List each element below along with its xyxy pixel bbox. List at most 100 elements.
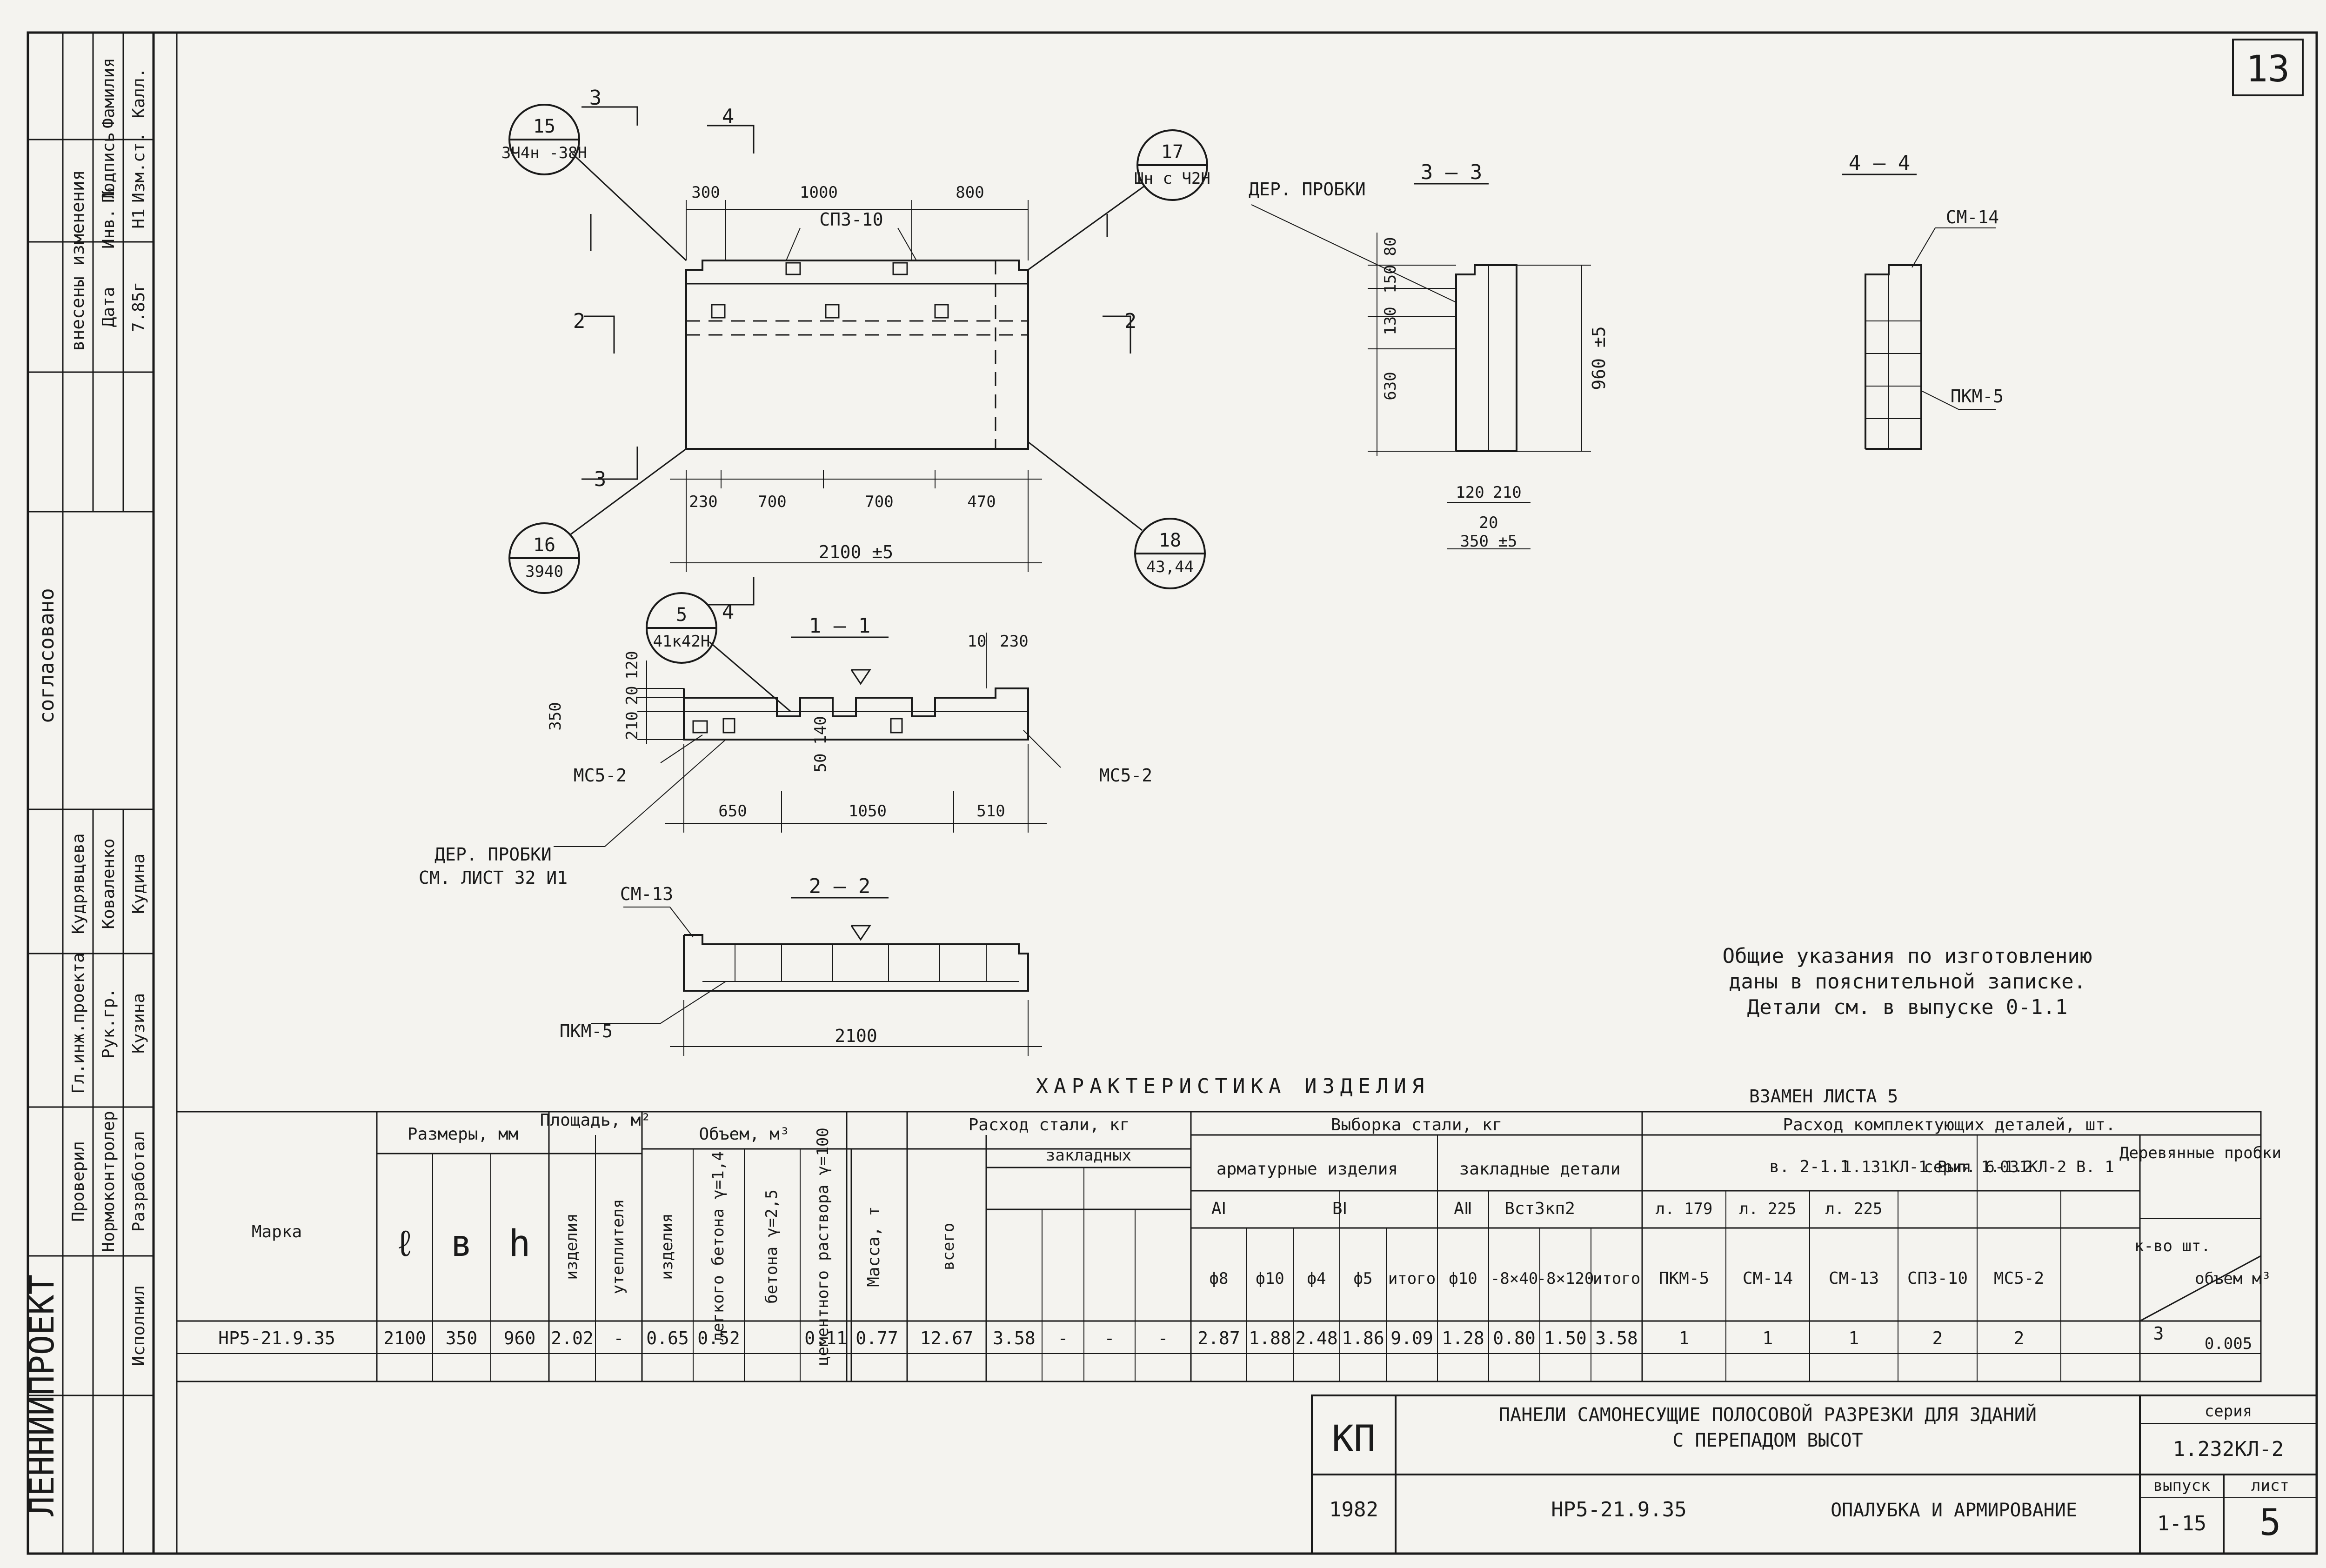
facade-dim-bottom-1: 230	[689, 493, 717, 511]
tb-subtitle: ОПАЛУБКА И АРМИРОВАНИЕ	[1831, 1500, 2077, 1521]
cell-marka: НР5-21.9.35	[218, 1328, 335, 1348]
hdr-marka: Марка	[252, 1222, 302, 1241]
hdr-parts-g1: в. 2-1.1	[1769, 1157, 1850, 1176]
cell-steel-emb: 3.58	[993, 1328, 1036, 1348]
section-4-4-pkm5: ПКМ-5	[1951, 386, 2004, 407]
cell-c1: -	[1058, 1328, 1069, 1348]
cell-s-f8: 2.87	[1197, 1328, 1240, 1348]
s33-hdim-120: 120	[1456, 483, 1484, 502]
role-checked: Проверил	[69, 1141, 88, 1221]
cell-e-840: 0.80	[1493, 1328, 1536, 1348]
hdr-parts-g3: серия 1.031КЛ-2 В. 1	[1924, 1158, 2114, 1176]
s33-hdim-350: 350 ±5	[1460, 532, 1517, 551]
change-row-inv: Н1	[129, 208, 148, 228]
section-2-2-title: 2 — 2	[809, 874, 870, 898]
section-4-4-title: 4 — 4	[1849, 151, 1910, 175]
hdr-diam-f10b: ф10	[1449, 1269, 1477, 1288]
cell-steel-total: 12.67	[920, 1328, 973, 1348]
facade-dim-bottom-2: 700	[758, 493, 786, 511]
s33-vdim-630: 630	[1381, 372, 1400, 400]
tb-kp: КП	[1332, 1418, 1376, 1460]
s11-note-sheet: СМ. ЛИСТ 32 И1	[419, 867, 568, 888]
hdr-area-item: изделия	[562, 1213, 581, 1280]
tb-title-1: ПАНЕЛИ САМОНЕСУЩИЕ ПОЛОСОВОЙ РАЗРЕЗКИ ДЛ…	[1499, 1403, 2037, 1426]
cell-p-mc52: 2	[2014, 1328, 2025, 1348]
hdr-class-a1: АⅠ	[1211, 1199, 1226, 1218]
cell-s-f5: 1.86	[1342, 1328, 1384, 1348]
s11-vdim-210: 210	[623, 711, 642, 740]
change-header-date: Дата	[99, 287, 118, 327]
cell-e-f10: 1.28	[1442, 1328, 1484, 1348]
cell-plug-count: 3	[2153, 1323, 2164, 1344]
hdr-diam-8120: -8×120	[1537, 1269, 1594, 1288]
cut-mark-3-top: 3	[589, 86, 602, 110]
hdr-parts: Расход комплектующих деталей, шт.	[1783, 1115, 2115, 1134]
tb-series-label: серия	[2205, 1402, 2252, 1421]
hdr-plugs-count: к-во шт.	[2134, 1237, 2211, 1255]
change-row-name: Калл.	[129, 68, 148, 118]
callout-15-top: 15	[533, 116, 555, 137]
change-row-date: 7.85г	[129, 282, 148, 332]
s22-label-pkm5: ПКМ-5	[560, 1021, 613, 1041]
s33-vdim-80: 80	[1381, 237, 1400, 256]
hdr-diam-f4: ф4	[1307, 1269, 1326, 1288]
s11-inner-50: 50	[811, 754, 830, 773]
cell-vol-item: 0.65	[646, 1328, 689, 1348]
change-row-sign: Изм.ст.	[129, 132, 148, 203]
s33-vdim-130: 130	[1381, 307, 1400, 335]
hdr-sel-embed: закладные детали	[1459, 1160, 1621, 1179]
cell-e-total: 3.58	[1595, 1328, 1638, 1348]
cell-l: 2100	[383, 1328, 426, 1348]
cell-b: 350	[446, 1328, 478, 1348]
tb-title-2: С ПЕРЕПАДОМ ВЫСОТ	[1672, 1430, 1863, 1451]
left-strip	[28, 33, 154, 1554]
hdr-class-vst: Вст3кп2	[1504, 1199, 1575, 1218]
name-3: Кудина	[129, 854, 148, 914]
facade-dim-bottom-3: 700	[865, 493, 893, 511]
hdr-part-sm14: СМ-14	[1743, 1269, 1793, 1288]
cell-vol-mortar: 0.11	[804, 1328, 847, 1348]
hdr-vol-item: изделия	[658, 1213, 676, 1280]
hdr-diam-840: -8×40	[1491, 1269, 1538, 1288]
hdr-dim-b: в	[451, 1223, 473, 1265]
name-2: Коваленко	[99, 838, 118, 929]
hdr-sel-rebar: арматурные изделия	[1216, 1160, 1398, 1179]
cell-mass: 0.77	[856, 1328, 898, 1348]
characteristics-grid	[176, 1111, 2262, 1382]
s11-label-mc5-right: МС5-2	[1099, 765, 1152, 786]
s22-length: 2100	[835, 1026, 877, 1046]
approved-label: согласовано	[35, 588, 59, 723]
hdr-mass: Масса, т	[864, 1206, 883, 1287]
cut-mark-4-top: 4	[722, 105, 735, 128]
change-header-inv: Инв. №	[99, 188, 118, 249]
change-header-name: Фамилия	[99, 58, 118, 128]
s11-vdim-20: 20	[623, 686, 642, 705]
note-line-1: Общие указания по изготовлению	[1723, 944, 2092, 968]
callout-15-bottom: 3Ч4н -38Н	[501, 144, 587, 162]
role-gip: Гл.инж.проекта	[69, 953, 88, 1094]
name-4: Кузина	[129, 993, 148, 1054]
role-developed: Разработал	[129, 1131, 148, 1232]
tb-series: 1.232КЛ-2	[2173, 1437, 2284, 1461]
characteristics-title: ХАРАКТЕРИСТИКА ИЗДЕЛИЯ	[1036, 1074, 1430, 1098]
facade-label-sp: СП3-10	[819, 209, 883, 230]
s33-vdim-150: 150	[1381, 265, 1400, 293]
cut-mark-4-bottom: 4	[722, 600, 735, 624]
s33-height: 960 ±5	[1589, 326, 1609, 390]
tb-mark: НР5-21.9.35	[1551, 1498, 1686, 1521]
hdr-parts-sheet-1: л. 179	[1656, 1200, 1713, 1218]
cell-p-sm14: 1	[1763, 1328, 1773, 1348]
s11-inner-140: 140	[811, 716, 830, 744]
cell-p-pkm5: 1	[1679, 1328, 1690, 1348]
cell-area: 2.02	[551, 1328, 594, 1348]
s11-vdim-120: 120	[623, 651, 642, 679]
hdr-parts-g2: 1.131КЛ-1 Вып. 6-1.2	[1842, 1158, 2032, 1176]
hdr-part-pkm5: ПКМ-5	[1659, 1269, 1709, 1288]
hdr-parts-sheet-3: л. 225	[1825, 1200, 1883, 1218]
hdr-diam-f5: ф5	[1354, 1269, 1373, 1288]
callout-16-bottom: 3940	[525, 562, 563, 581]
s11-topright-10: 10	[968, 632, 987, 651]
name-1: Кудрявцева	[69, 834, 88, 934]
note-line-2: даны в пояснительной записке.	[1729, 970, 2086, 994]
facade-dim-top-2: 1000	[800, 183, 838, 202]
